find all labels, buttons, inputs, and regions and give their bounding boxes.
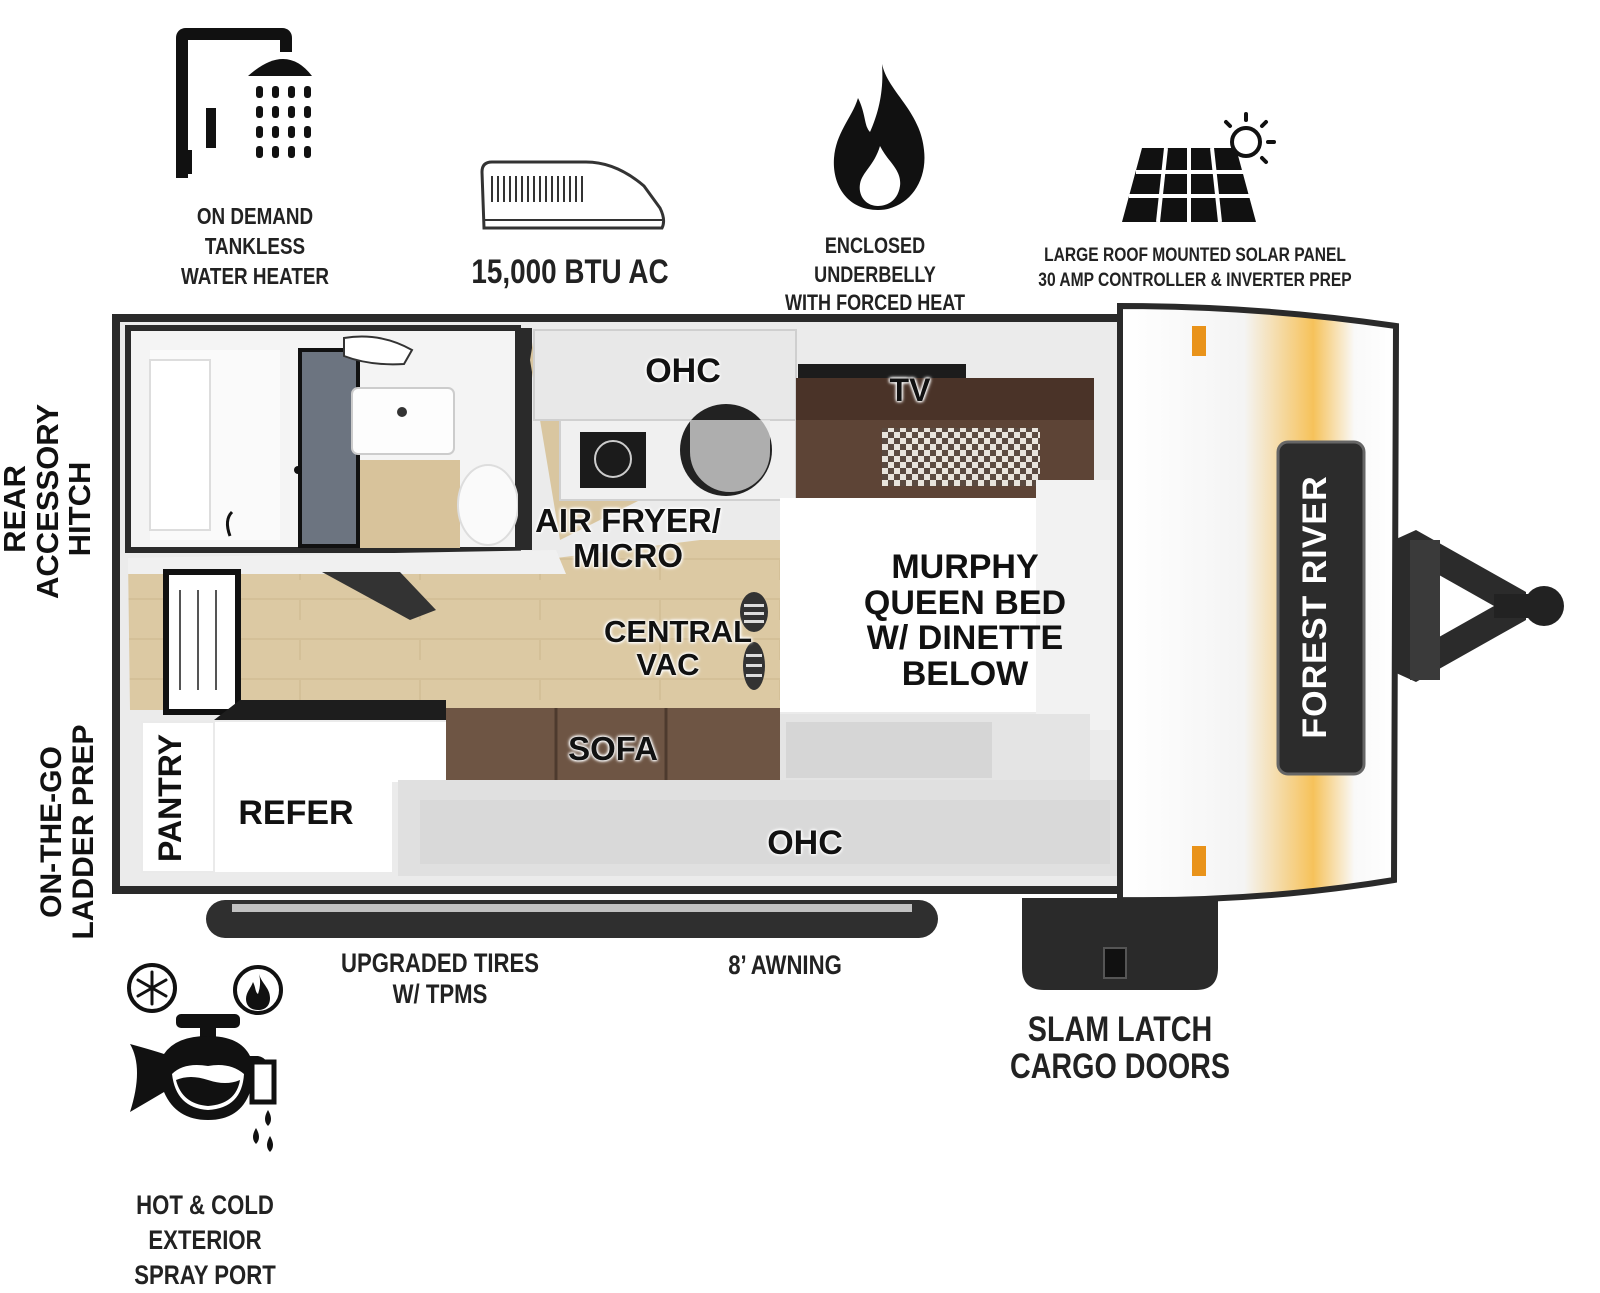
faucet-icon: [127, 963, 283, 1152]
solar-label: LARGE ROOF MOUNTED SOLAR PANEL 30 AMP CO…: [1038, 245, 1352, 291]
shower-icon: [176, 28, 312, 178]
tires-label: UPGRADED TIRES W/ TPMS: [340, 948, 540, 1010]
forest-river-logo: FOREST RIVER: [1296, 475, 1334, 739]
refer-label: REFER: [238, 794, 354, 832]
water-heater-label: ON DEMAND TANKLESS WATER HEATER: [180, 203, 330, 289]
murphy-bed-label: MURPHY QUEEN BED W/ DINETTE BELOW: [863, 548, 1067, 694]
spray-port-label: HOT & COLD EXTERIOR SPRAY PORT: [134, 1190, 276, 1291]
sofa-label: SOFA: [568, 730, 658, 767]
underbelly-label: ENCLOSED UNDERBELLY WITH FORCED HEAT: [784, 233, 966, 316]
solar-panel-icon: [1122, 112, 1276, 223]
cargo-doors-label: SLAM LATCH CARGO DOORS: [1009, 1010, 1231, 1086]
ac-label: 15,000 BTU AC: [471, 253, 669, 291]
flame-icon: [833, 64, 925, 210]
air-fryer-micro-label: AIR FRYER/ MICRO: [535, 502, 721, 574]
awning-label: 8’ AWNING: [728, 950, 842, 980]
ohc-top-label: OHC: [645, 352, 721, 390]
air-conditioner-icon: [480, 160, 666, 230]
ohc-bottom-label: OHC: [767, 824, 843, 862]
tv-label: TV: [889, 372, 931, 408]
central-vac-label: CENTRAL VAC: [604, 614, 753, 682]
pantry-label: PANTRY: [152, 734, 188, 862]
